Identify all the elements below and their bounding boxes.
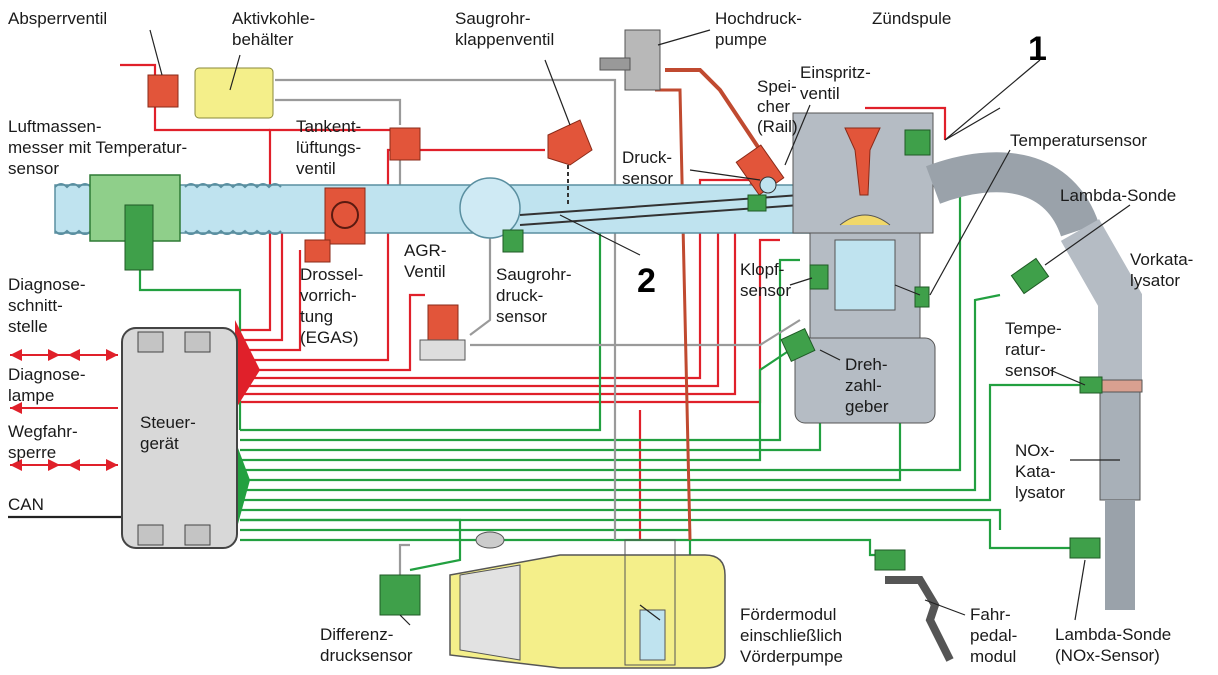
- label-diag-lampe-1: Diagnose-: [8, 365, 86, 384]
- label-speicher-2: cher: [757, 97, 790, 116]
- label-wegfahr-2: sperre: [8, 443, 56, 462]
- label-luftmassen-1: Luftmassen-: [8, 117, 102, 136]
- knock-sensor: [810, 265, 828, 289]
- label-hochdruck-2: pumpe: [715, 30, 767, 49]
- label-einspritz-1: Einspritz-: [800, 63, 871, 82]
- label-nox-kat-2: Kata-: [1015, 462, 1056, 481]
- label-saugdruck-1: Saugrohr-: [496, 265, 572, 284]
- label-drossel-4: (EGAS): [300, 328, 359, 347]
- label-saugrohrklappe-1: Saugrohr-: [455, 9, 531, 28]
- differential-pressure-sensor: [380, 575, 420, 615]
- label-foerder-2: einschließlich: [740, 626, 842, 645]
- label-dreh-1: Dreh-: [845, 355, 888, 374]
- label-klopf-2: sensor: [740, 281, 791, 300]
- label-diag-st-1: Diagnose-: [8, 275, 86, 294]
- lambda-probe-upper: [1011, 258, 1048, 293]
- label-temp-top: Temperatursensor: [1010, 131, 1147, 150]
- label-luftmassen-3: sensor: [8, 159, 59, 178]
- label-drossel-2: vorrich-: [300, 286, 357, 305]
- egr-valve: [428, 305, 458, 345]
- label-saugrohrklappe-2: klappenventil: [455, 30, 554, 49]
- label-aktivkohle-1: Aktivkohle-: [232, 9, 315, 28]
- label-lambda-top: Lambda-Sonde: [1060, 186, 1176, 205]
- label-nox-kat-3: lysator: [1015, 483, 1065, 502]
- fuel-pump-module: [640, 610, 665, 660]
- ecu-output-fan: [235, 320, 260, 410]
- label-drossel-3: tung: [300, 307, 333, 326]
- label-tankent-1: Tankent-: [296, 117, 361, 136]
- engine-temp-sensor: [915, 287, 929, 307]
- lambda-probe-lower: [1070, 538, 1100, 558]
- label-absperrventil: Absperrventil: [8, 9, 107, 28]
- label-number-2: 2: [637, 262, 656, 300]
- label-klopf-1: Klopf-: [740, 260, 784, 279]
- label-foerder-1: Fördermodul: [740, 605, 836, 624]
- fuel-tank: [450, 532, 725, 668]
- label-hochdruck-1: Hochdruck-: [715, 9, 802, 28]
- label-steuer-1: Steuer-: [140, 413, 196, 432]
- label-temp-low-2: ratur-: [1005, 340, 1046, 359]
- shut-off-valve: [148, 75, 178, 107]
- label-temp-low-1: Tempe-: [1005, 319, 1062, 338]
- throttle-body: [325, 188, 365, 244]
- label-agr-2: Ventil: [404, 262, 446, 281]
- label-differenz-1: Differenz-: [320, 625, 393, 644]
- label-einspritz-2: ventil: [800, 84, 840, 103]
- label-speicher-1: Spei-: [757, 77, 797, 96]
- label-lambda-low-2: (NOx-Sensor): [1055, 646, 1160, 665]
- label-steuer-2: gerät: [140, 434, 179, 453]
- intake-flap-valve: [548, 120, 592, 165]
- label-nox-kat-1: NOx-: [1015, 441, 1055, 460]
- label-can: CAN: [8, 495, 44, 514]
- label-druck-2: sensor: [622, 169, 673, 188]
- label-tankent-2: lüftungs-: [296, 138, 361, 157]
- tank-vent-valve: [390, 128, 420, 160]
- label-druck-1: Druck-: [622, 148, 672, 167]
- label-fahrpedal-3: modul: [970, 647, 1016, 666]
- exhaust-system: [933, 172, 1142, 610]
- label-saugdruck-3: sensor: [496, 307, 547, 326]
- label-tankent-3: ventil: [296, 159, 336, 178]
- label-drossel-1: Drossel-: [300, 265, 363, 284]
- map-sensor: [503, 230, 523, 252]
- label-dreh-3: geber: [845, 397, 889, 416]
- label-diag-st-3: stelle: [8, 317, 48, 336]
- exhaust-temp-sensor: [1080, 377, 1102, 393]
- label-zuendspule: Zündspule: [872, 9, 951, 28]
- label-luftmassen-2: messer mit Temperatur-: [8, 138, 187, 157]
- label-number-1: 1: [1028, 30, 1047, 68]
- label-vorkat-1: Vorkata-: [1130, 250, 1193, 269]
- label-lambda-low-1: Lambda-Sonde: [1055, 625, 1171, 644]
- label-temp-low-3: sensor: [1005, 361, 1056, 380]
- label-fahrpedal-1: Fahr-: [970, 605, 1011, 624]
- label-foerder-3: Vörderpumpe: [740, 647, 843, 666]
- label-saugdruck-2: druck-: [496, 286, 543, 305]
- label-agr-1: AGR-: [404, 241, 447, 260]
- label-wegfahr-1: Wegfahr-: [8, 422, 78, 441]
- label-diag-lampe-2: lampe: [8, 386, 54, 405]
- label-diag-st-2: schnitt-: [8, 296, 63, 315]
- label-aktivkohle-2: behälter: [232, 30, 294, 49]
- label-differenz-2: drucksensor: [320, 646, 413, 665]
- label-vorkat-2: lysator: [1130, 271, 1180, 290]
- label-speicher-3: (Rail): [757, 117, 798, 136]
- label-dreh-2: zahl-: [845, 376, 882, 395]
- label-fahrpedal-2: pedal-: [970, 626, 1017, 645]
